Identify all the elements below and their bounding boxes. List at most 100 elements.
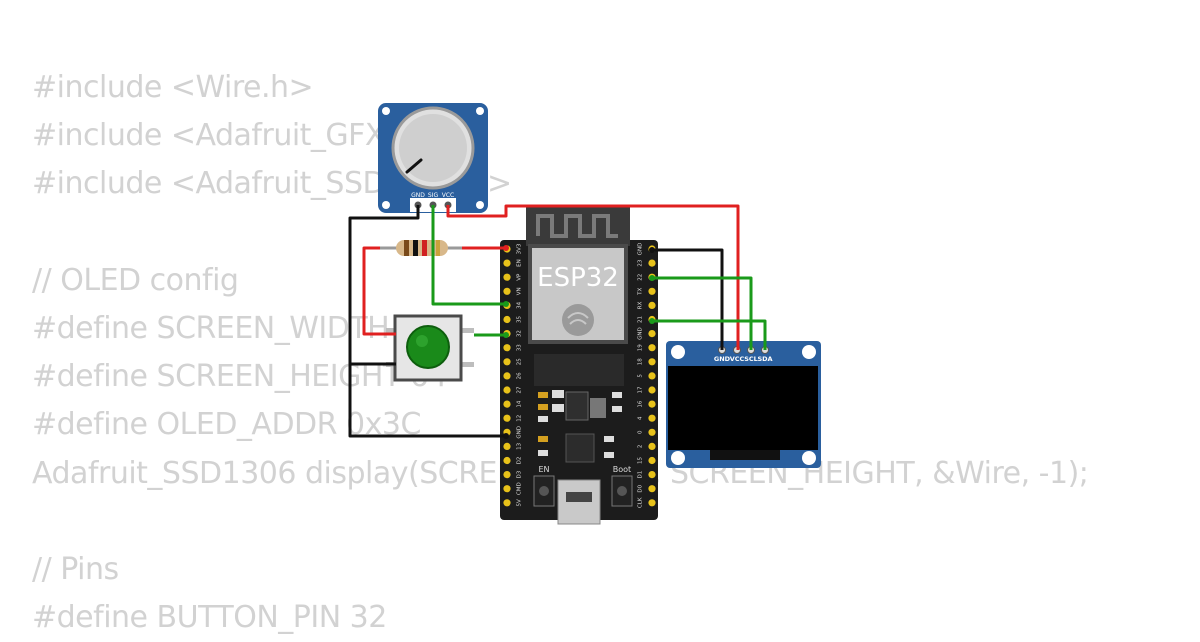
- esp32-pin[interactable]: [503, 259, 511, 267]
- esp32-pin[interactable]: [648, 330, 656, 338]
- mount-hole: [671, 345, 685, 359]
- code-line: #include <Wire.h>: [32, 70, 314, 105]
- esp32-pin[interactable]: [648, 344, 656, 352]
- esp32-pin-label: GND: [517, 426, 523, 439]
- pot-pin-label-sig: SIG: [428, 192, 439, 199]
- esp32-pin[interactable]: [503, 358, 511, 366]
- esp32-pin[interactable]: [503, 485, 511, 493]
- wire-pot-gnd[interactable]: [348, 205, 506, 438]
- esp32-pin-label: 12: [517, 415, 523, 422]
- wires: [348, 204, 767, 438]
- potentiometer[interactable]: GND SIG VCC: [378, 103, 488, 213]
- smd-part: [538, 392, 548, 398]
- button-leg: [460, 328, 474, 333]
- mount-hole: [802, 345, 816, 359]
- button-leg: [460, 362, 474, 367]
- resistor-band: [404, 240, 409, 256]
- esp32-label: ESP32: [537, 263, 619, 293]
- smd-part: [552, 404, 564, 412]
- esp32-pin[interactable]: [503, 287, 511, 295]
- esp32-pin-label: 25: [517, 358, 523, 365]
- esp32-pin[interactable]: [648, 287, 656, 295]
- esp32-pin-label: 15: [638, 457, 644, 464]
- resistor-band: [436, 240, 440, 256]
- esp32-pin[interactable]: [648, 386, 656, 394]
- esp32-pin[interactable]: [648, 442, 656, 450]
- esp32-board[interactable]: ESP32 EN Boot 3V3ENVPVN34353233252627141…: [500, 206, 658, 525]
- esp32-pin[interactable]: [503, 344, 511, 352]
- code-line: #define BUTTON_PIN 32: [32, 600, 387, 636]
- esp32-pin[interactable]: [648, 414, 656, 422]
- mount-hole: [802, 451, 816, 465]
- esp32-pin-label: 34: [517, 301, 523, 308]
- oled-pin-label-sda: SDA: [757, 355, 772, 363]
- smd-part: [612, 392, 622, 398]
- mount-hole: [382, 201, 390, 209]
- mount-hole: [671, 451, 685, 465]
- esp32-pin[interactable]: [503, 471, 511, 479]
- button-leg: [386, 328, 396, 333]
- esp32-pin[interactable]: [648, 499, 656, 507]
- esp32-pin[interactable]: [503, 273, 511, 281]
- esp32-pin-label: GND: [638, 243, 644, 256]
- esp32-pin[interactable]: [503, 315, 511, 324]
- esp32-pin[interactable]: [648, 400, 656, 408]
- esp32-pin-label: 35: [517, 316, 523, 323]
- esp32-pin[interactable]: [648, 456, 656, 465]
- esp32-pin[interactable]: [503, 499, 511, 507]
- esp32-pin[interactable]: [648, 485, 656, 493]
- esp32-pin-label: RX: [638, 301, 644, 309]
- esp32-pin[interactable]: [503, 400, 511, 408]
- esp32-pin-label: 5: [638, 374, 644, 378]
- esp32-left-header: 3V3ENVPVN343532332526271412GND13D2D3CMD5…: [503, 243, 523, 507]
- wire-pot-sig[interactable]: [431, 205, 506, 306]
- esp32-pin-label: 3V3: [517, 243, 523, 254]
- esp32-pin-label: 18: [638, 358, 644, 365]
- esp32-pin[interactable]: [648, 471, 656, 479]
- mount-hole: [382, 107, 390, 115]
- wire-oled-gnd[interactable]: [652, 248, 724, 350]
- usb-uart-chip: [565, 433, 595, 463]
- button-highlight: [416, 335, 428, 347]
- smd-part: [538, 450, 548, 456]
- resistor-band: [413, 240, 418, 256]
- esp32-pin-label: 4: [638, 416, 644, 420]
- wire-pot-vcc[interactable]: [446, 204, 740, 350]
- esp32-pin[interactable]: [503, 456, 511, 465]
- pushbutton[interactable]: [386, 314, 474, 382]
- smd-part: [552, 390, 564, 398]
- code-line: // OLED config: [32, 262, 239, 298]
- push-button-cap[interactable]: [406, 325, 450, 369]
- esp32-pin-label: D2: [517, 457, 523, 465]
- smd-part: [538, 416, 548, 422]
- knob-indicator: [405, 158, 423, 174]
- esp32-pin-label: EN: [517, 259, 523, 267]
- component-area: [534, 354, 624, 386]
- esp32-pin-label: 17: [638, 386, 644, 393]
- esp32-pin-label: 16: [638, 400, 644, 407]
- esp32-pin[interactable]: [503, 442, 511, 450]
- esp32-pin[interactable]: [503, 372, 511, 380]
- esp32-pin[interactable]: [648, 358, 656, 366]
- esp32-pin[interactable]: [503, 386, 511, 394]
- en-button-label: EN: [538, 465, 549, 474]
- antenna-trace: [536, 214, 618, 238]
- wire-resistor-button[interactable]: [362, 246, 396, 336]
- resistor[interactable]: [380, 240, 462, 256]
- regulator-tab: [590, 398, 606, 418]
- mount-hole: [476, 107, 484, 115]
- wire-oled-sda[interactable]: [652, 319, 767, 350]
- esp32-pin[interactable]: [648, 259, 656, 267]
- oled-display[interactable]: GND VCC SCL SDA: [666, 341, 821, 468]
- wire-oled-scl[interactable]: [652, 276, 753, 350]
- esp32-pin-label: 5V: [517, 499, 523, 506]
- wire-endpoints: [503, 245, 655, 439]
- esp32-pin-label: CLK: [638, 497, 644, 508]
- esp32-pin[interactable]: [503, 414, 511, 422]
- esp32-pin-label: CMD: [517, 482, 523, 495]
- esp32-pin[interactable]: [648, 372, 656, 380]
- esp32-pin[interactable]: [648, 301, 656, 309]
- esp32-pin[interactable]: [648, 428, 656, 436]
- oled-pin-label-scl: SCL: [744, 355, 758, 363]
